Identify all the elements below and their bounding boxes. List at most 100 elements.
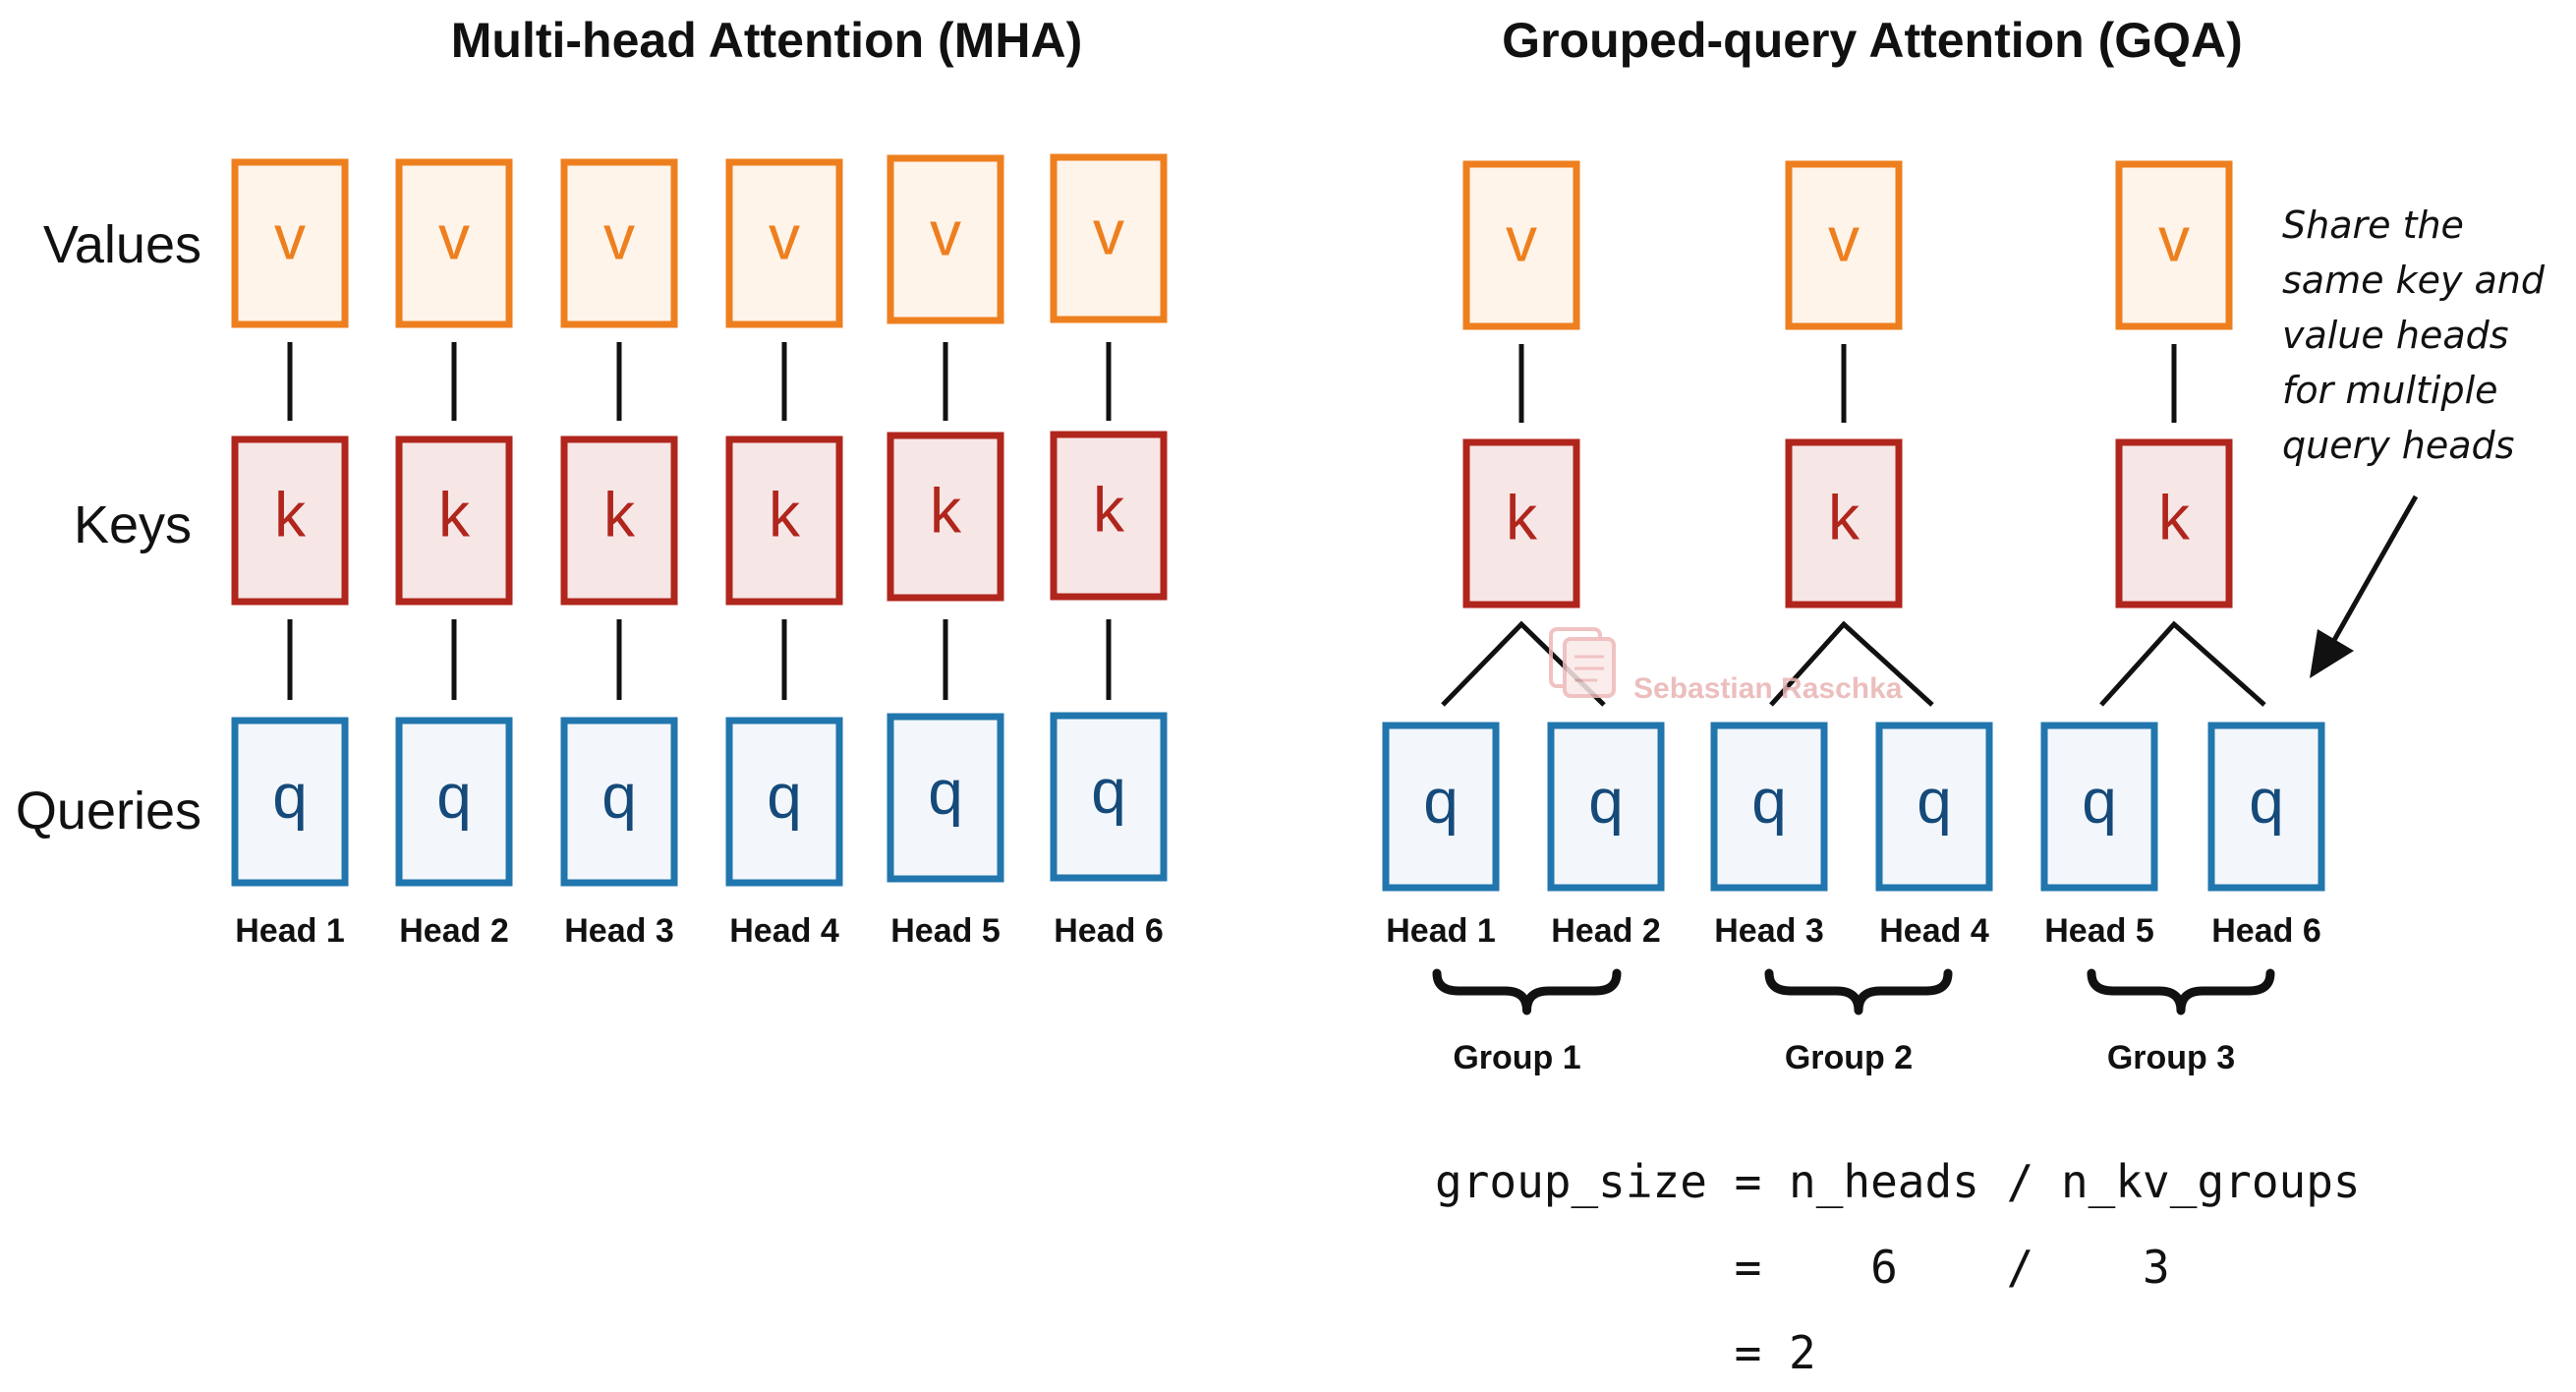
gqa-head-label: Head 5: [2044, 912, 2154, 950]
gqa-value-2-letter: v: [1828, 204, 1860, 275]
mha-key-5-box: [887, 432, 1004, 602]
mha-head-label: Head 5: [890, 912, 1001, 950]
mha-value-3: v: [560, 158, 678, 328]
gqa-key-3-letter: k: [2158, 483, 2191, 553]
gqa-query-3-letter: q: [1751, 766, 1787, 837]
brace-icon: [2087, 968, 2275, 1015]
mha-value-1: v: [231, 158, 349, 328]
gqa-value-2: v: [1785, 160, 1903, 330]
mha-value-6: v: [1050, 153, 1168, 323]
gqa-key-2: k: [1785, 438, 1903, 609]
mha-value-3-letter: v: [603, 203, 635, 273]
group-2: Group 2: [1764, 968, 1953, 1076]
mha-value-6-letter: v: [1093, 198, 1124, 268]
mha-query-4-box: [725, 717, 843, 887]
mha-key-6-box: [1050, 431, 1168, 601]
mha-query-2-letter: q: [436, 761, 472, 832]
gqa-value-3-letter: v: [2158, 204, 2190, 275]
mha-head-label: Head 1: [235, 912, 345, 950]
mha-key-4: k: [725, 435, 843, 606]
mha-key-3: k: [560, 435, 678, 606]
gqa-value-3-box: [2115, 160, 2233, 330]
mha-key-2-box: [395, 435, 513, 606]
mha-value-2: v: [395, 158, 513, 328]
mha-query-6: q: [1050, 712, 1168, 882]
mha-value-5: v: [887, 154, 1004, 324]
gqa-query-3-box: [1710, 722, 1828, 892]
mha-key-4-letter: k: [769, 480, 801, 551]
mha-query-5: q: [887, 713, 1004, 883]
mha-key-3-letter: k: [603, 480, 636, 551]
mha-head-label: Head 3: [564, 912, 674, 950]
mha-value-3-box: [560, 158, 678, 328]
group-label: Group 2: [1785, 1039, 1913, 1076]
group-3: Group 3: [2087, 968, 2275, 1076]
gqa-query-2: q: [1547, 722, 1665, 892]
mha-query-1-box: [231, 717, 349, 887]
mha-key-5: k: [887, 432, 1004, 602]
mha-query-2: q: [395, 717, 513, 887]
annotation-line-2: same key and: [2282, 259, 2546, 302]
mha-head-label: Head 6: [1054, 912, 1164, 950]
gqa-head-label: Head 3: [1714, 912, 1824, 950]
formula-line-3: = 2: [1435, 1326, 1816, 1379]
mha-query-4: q: [725, 717, 843, 887]
group-label: Group 1: [1453, 1039, 1580, 1076]
mha-value-2-box: [395, 158, 513, 328]
mha-value-4-box: [725, 158, 843, 328]
mha-query-3: q: [560, 717, 678, 887]
formula-line-2: = 6 / 3: [1435, 1241, 2170, 1294]
brace-icon: [1764, 968, 1953, 1015]
gqa-key-3: k: [2115, 438, 2233, 609]
gqa-key-3-box: [2115, 438, 2233, 609]
gqa-key-1-letter: k: [1506, 483, 1538, 553]
mha-head-label: Head 2: [399, 912, 509, 950]
gqa-key-1: k: [1462, 438, 1580, 609]
group-1: Group 1: [1432, 968, 1622, 1076]
gqa-query-4-letter: q: [1917, 766, 1952, 837]
row-label-queries: Queries: [16, 782, 201, 841]
watermark-text: Sebastian Raschka: [1633, 672, 1903, 705]
mha-key-2: k: [395, 435, 513, 606]
gqa-query-2-letter: q: [1588, 766, 1624, 837]
watermark-logo-icon: [1549, 627, 1616, 698]
mha-query-5-letter: q: [928, 757, 963, 828]
mha-value-4: v: [725, 158, 843, 328]
mha-key-1: k: [231, 435, 349, 606]
annotation-line-5: query heads: [2282, 424, 2514, 467]
mha-value-4-letter: v: [769, 203, 800, 273]
gqa-kv-group-3: vk: [2099, 160, 2266, 707]
brace-icon: [1432, 968, 1622, 1015]
gqa-query-5-letter: q: [2082, 766, 2117, 837]
group-label: Group 3: [2107, 1039, 2235, 1076]
mha-key-2-letter: k: [438, 480, 471, 551]
gqa-fork-connector: [1769, 620, 1934, 707]
gqa-value-2-box: [1785, 160, 1903, 330]
gqa-query-2-box: [1547, 722, 1665, 892]
gqa-value-1-box: [1462, 160, 1580, 330]
gqa-query-5: q: [2040, 722, 2158, 892]
gqa-key-2-box: [1785, 438, 1903, 609]
mha-query-4-letter: q: [767, 761, 802, 832]
gqa-head-label: Head 1: [1386, 912, 1496, 950]
gqa-query-5-box: [2040, 722, 2158, 892]
gqa-value-3: v: [2115, 160, 2233, 330]
gqa-query-4-box: [1875, 722, 1993, 892]
mha-value-5-letter: v: [930, 199, 961, 269]
gqa-query-6-letter: q: [2249, 766, 2284, 837]
annotation-line-4: for multiple: [2282, 369, 2498, 412]
gqa-query-6: q: [2207, 722, 2325, 892]
gqa-query-1: q: [1382, 722, 1500, 892]
